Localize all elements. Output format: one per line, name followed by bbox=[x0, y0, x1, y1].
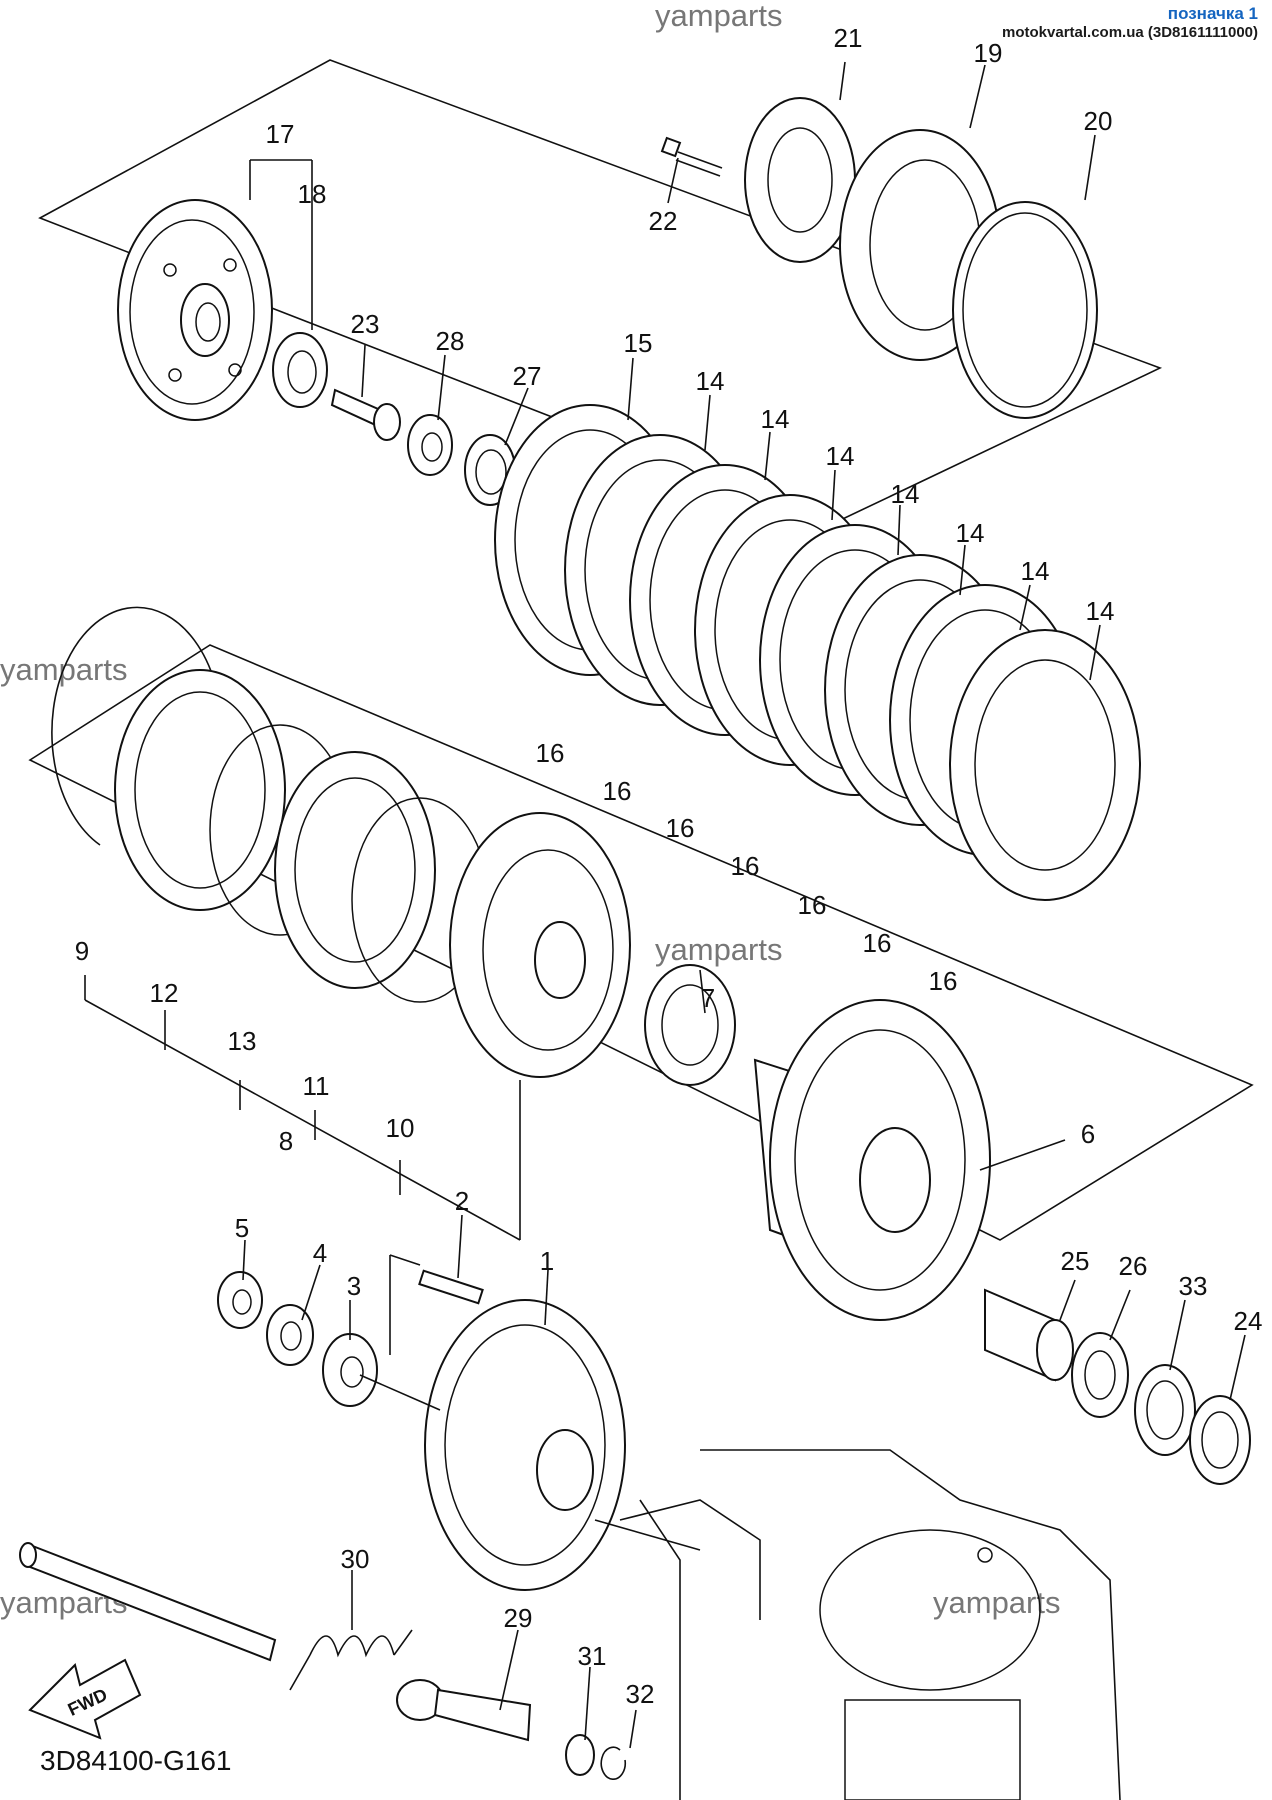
callout-16: 16 bbox=[731, 851, 760, 881]
callout-22: 22 bbox=[649, 206, 678, 236]
leader-lines bbox=[242, 61, 1246, 1749]
callout-23: 23 bbox=[351, 309, 380, 339]
callout-32: 32 bbox=[626, 1679, 655, 1709]
callout-11: 11 bbox=[303, 1071, 330, 1101]
callout-26: 26 bbox=[1119, 1251, 1148, 1281]
nut bbox=[407, 414, 453, 476]
callout-9: 9 bbox=[75, 936, 89, 966]
callout-3: 3 bbox=[347, 1271, 361, 1301]
callout-2: 2 bbox=[455, 1186, 469, 1216]
callout-18: 18 bbox=[298, 179, 327, 209]
retaining-plate bbox=[744, 97, 856, 263]
push-lever bbox=[396, 1679, 532, 1742]
needle-bearing bbox=[1071, 1332, 1129, 1418]
callout-20: 20 bbox=[1084, 106, 1113, 136]
washer bbox=[565, 1734, 595, 1776]
primary-drive-gear bbox=[359, 1299, 626, 1591]
pressure-plate bbox=[117, 199, 273, 421]
callout-16: 16 bbox=[929, 966, 958, 996]
callout-25: 25 bbox=[1061, 1246, 1090, 1276]
callout-8: 8 bbox=[279, 1126, 293, 1156]
callout-16: 16 bbox=[666, 813, 695, 843]
callout-19: 19 bbox=[974, 38, 1003, 68]
header-source: motokvartal.com.ua (3D8161111000) bbox=[1002, 24, 1258, 41]
callout-16: 16 bbox=[863, 928, 892, 958]
header-label: позначка 1 bbox=[1167, 4, 1258, 23]
callout-31: 31 bbox=[578, 1641, 607, 1671]
callout-15: 15 bbox=[624, 328, 653, 358]
callout-14: 14 bbox=[826, 441, 855, 471]
callout-12: 12 bbox=[150, 978, 179, 1008]
clutch-boss bbox=[449, 812, 631, 1078]
lock-washer bbox=[266, 1304, 314, 1366]
watermark: yamparts bbox=[655, 932, 782, 967]
callout-14: 14 bbox=[1086, 596, 1115, 626]
crankcase-outline bbox=[619, 1449, 1121, 1800]
callout-4: 4 bbox=[313, 1238, 327, 1268]
nut bbox=[217, 1271, 263, 1329]
clutch-plate bbox=[114, 669, 286, 911]
circlip bbox=[600, 1746, 627, 1780]
callout-1: 1 bbox=[540, 1246, 554, 1276]
callout-21: 21 bbox=[834, 23, 863, 53]
return-spring bbox=[289, 1629, 413, 1691]
fwd-arrow-icon: FWD bbox=[28, 1658, 142, 1740]
callout-6: 6 bbox=[1081, 1119, 1095, 1149]
bearing bbox=[272, 332, 328, 408]
callout-13: 13 bbox=[228, 1026, 257, 1056]
callout-7: 7 bbox=[701, 983, 715, 1013]
grouping-brackets bbox=[84, 159, 521, 1355]
watermark: yamparts bbox=[655, 0, 782, 33]
callout-14: 14 bbox=[696, 366, 725, 396]
spacer bbox=[984, 1288, 1074, 1382]
washer bbox=[1189, 1395, 1251, 1485]
collar bbox=[1134, 1364, 1196, 1456]
watermark: yamparts bbox=[933, 1585, 1060, 1620]
callout-14: 14 bbox=[1021, 556, 1050, 586]
callout-14: 14 bbox=[956, 518, 985, 548]
push-rod bbox=[330, 388, 401, 441]
callout-30: 30 bbox=[341, 1544, 370, 1574]
callout-5: 5 bbox=[235, 1213, 249, 1243]
callout-10: 10 bbox=[386, 1113, 415, 1143]
callout-33: 33 bbox=[1179, 1271, 1208, 1301]
friction-plate-stack bbox=[494, 404, 1141, 901]
diagram-part-code: 3D84100-G161 bbox=[40, 1745, 232, 1776]
callout-numbers: 1 2 3 4 5 6 7 8 9 10 11 12 13 14 14 14 1… bbox=[75, 23, 1263, 1709]
callout-16: 16 bbox=[798, 890, 827, 920]
push-lever-shaft bbox=[19, 1519, 701, 1662]
callout-27: 27 bbox=[513, 361, 542, 391]
callout-29: 29 bbox=[504, 1603, 533, 1633]
callout-14: 14 bbox=[761, 404, 790, 434]
callout-24: 24 bbox=[1234, 1306, 1263, 1336]
washer bbox=[322, 1333, 378, 1407]
callout-16: 16 bbox=[603, 776, 632, 806]
callout-14: 14 bbox=[891, 479, 920, 509]
callout-17: 17 bbox=[266, 119, 295, 149]
callout-16: 16 bbox=[536, 738, 565, 768]
callout-28: 28 bbox=[436, 326, 465, 356]
clutch-housing bbox=[753, 999, 991, 1321]
key bbox=[418, 1269, 484, 1305]
diaphragm-spring bbox=[952, 201, 1098, 419]
bolt bbox=[660, 136, 723, 177]
thrust-washer bbox=[644, 964, 736, 1086]
